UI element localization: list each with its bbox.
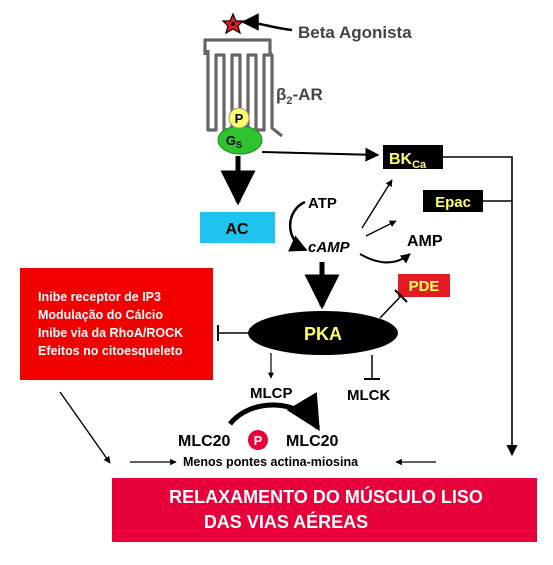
inhibits-line-4: Efeitos no citoesqueleto (38, 344, 183, 358)
inhibits-line-3: Inibe via da RhoA/ROCK (38, 326, 183, 340)
receptor-label: β2-AR (276, 85, 323, 107)
pde-box (398, 274, 450, 297)
pde-inhibit-bar (394, 289, 408, 303)
epac-label: Epac (435, 194, 471, 211)
mlc20-label: MLC20 (286, 433, 339, 450)
ac-box (200, 212, 275, 243)
pka-node (248, 311, 398, 355)
mlc20-phosphate-icon (248, 430, 268, 450)
gs-bk-arrow (261, 147, 380, 162)
pka-label: PKA (304, 324, 342, 344)
mlc20-phosphate-label: P (254, 433, 263, 448)
box-result-arrow (59, 391, 111, 464)
atp-camp-arrow (288, 200, 308, 252)
epac-box (423, 190, 483, 212)
mlcp-label: MLCP (250, 385, 293, 402)
result-banner (112, 478, 537, 542)
agonist-label: Beta Agonista (298, 23, 412, 42)
atp-label: ATP (308, 195, 337, 212)
camp-amp-arrow (359, 253, 411, 264)
mlc20-dephos-arrow (228, 391, 321, 431)
phosphate-label: P (235, 111, 244, 126)
mlc20p-label: MLC20 (178, 433, 231, 450)
bk-channel-label: BKCa (389, 151, 427, 171)
bk-channel-box (383, 145, 443, 169)
inhibits-line-2: Modulação do Cálcio (38, 308, 163, 322)
inhibits-line-1: Inibe receptor de IP3 (38, 290, 161, 304)
agonist-icon (221, 12, 245, 35)
phosphate-icon (228, 107, 250, 129)
camp-epac-arrow (365, 220, 397, 237)
ac-label: AC (225, 221, 249, 238)
pde-inhibit-line (379, 295, 402, 319)
pde-label: PDE (409, 278, 440, 295)
inhibits-box (20, 268, 213, 380)
bk-result-arrow (443, 156, 518, 457)
result-line-2: DAS VIAS AÉREAS (204, 511, 368, 532)
camp-bk-arrow (361, 179, 393, 229)
result-line-1: RELAXAMENTO DO MÚSCULO LISO (169, 486, 483, 507)
bridges-label: Menos pontes actina-miosina (183, 455, 359, 469)
amp-label: AMP (407, 233, 443, 250)
gs-label: GS (226, 133, 242, 150)
agonist-arrow (241, 13, 293, 32)
mlck-label: MLCK (347, 387, 390, 404)
camp-label: cAMP (308, 239, 351, 256)
